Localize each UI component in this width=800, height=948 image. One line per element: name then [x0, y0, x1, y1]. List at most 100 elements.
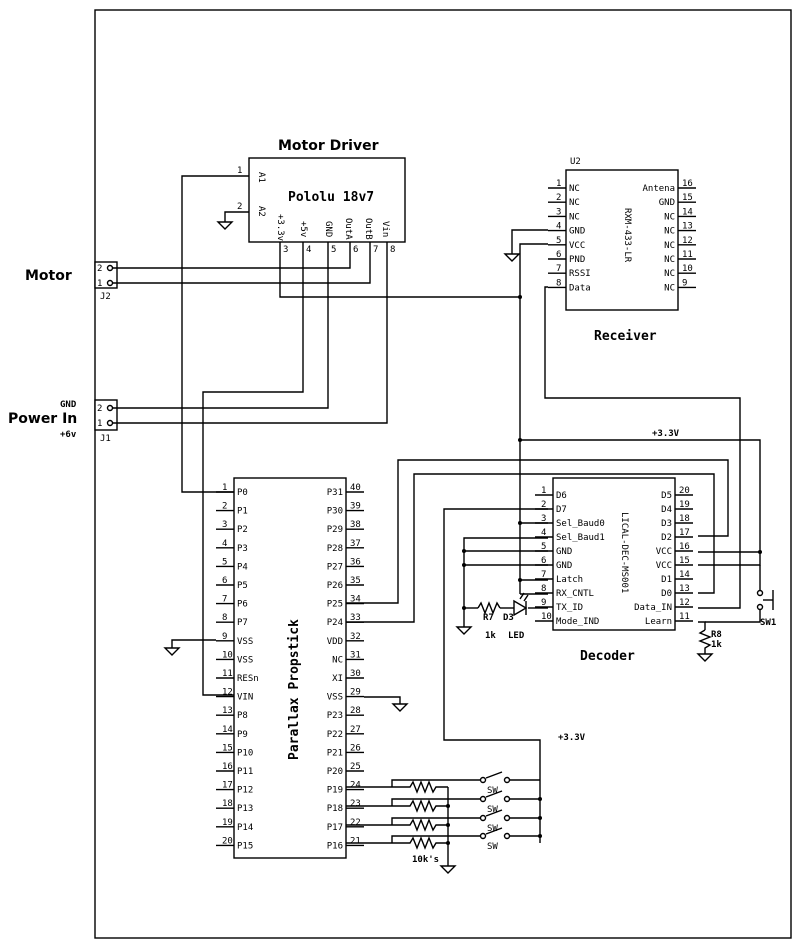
propstick-pin-38-label: P29: [327, 525, 343, 535]
propstick-pin-25-num: 25: [350, 762, 361, 772]
decoder-part: LICAL-DEC-MS001: [619, 512, 629, 593]
md-pin3-num: 3: [283, 245, 288, 255]
receiver-pin-12-num: 12: [682, 236, 693, 246]
propstick-pin-35-num: 35: [350, 576, 361, 586]
decoder-pin-11-label: Learn: [645, 617, 672, 627]
decoder-pin-18-label: D3: [661, 519, 672, 529]
sw-label-4: SW: [487, 842, 498, 852]
propstick-pin-28-label: P23: [327, 711, 343, 721]
decoder-pin-9-label: TX_ID: [556, 603, 583, 613]
md-pin5-label: GND: [323, 221, 333, 237]
decoder-pin-11-num: 11: [679, 612, 690, 622]
propstick-pin-17-label: P12: [237, 786, 253, 796]
propstick-pin-38-num: 38: [350, 520, 361, 530]
decoder-pin-6-num: 6: [541, 556, 546, 566]
sw-label-1: SW: [487, 786, 498, 796]
decoder-pin-5-num: 5: [541, 542, 546, 552]
propstick-pin-17-num: 17: [222, 781, 233, 791]
receiver-pin-2-label: NC: [569, 198, 580, 208]
propstick-pin-39-label: P30: [327, 507, 343, 517]
md-pin6-label: OutA: [343, 218, 353, 240]
motor-driver-title: Motor Driver: [278, 138, 379, 154]
propstick-pin-22-label: P17: [327, 823, 343, 833]
power-title: Power In: [8, 411, 77, 427]
receiver-pin-3-label: NC: [569, 212, 580, 222]
propstick-pin-6-label: P5: [237, 581, 248, 591]
receiver-pin-8-num: 8: [556, 278, 561, 288]
propstick-pin-34-label: P25: [327, 600, 343, 610]
propstick-pin-8-num: 8: [222, 613, 227, 623]
pulldown-label: 10k's: [412, 855, 439, 865]
receiver-pin-6-num: 6: [556, 250, 561, 260]
r7-val: 1k: [485, 631, 496, 641]
propstick-pin-11-num: 11: [222, 669, 233, 679]
propstick-pin-31-num: 31: [350, 650, 361, 660]
receiver-body: [565, 169, 679, 311]
decoder-pin-8-num: 8: [541, 584, 546, 594]
motor-connector: Motor 2 1 J2: [25, 261, 118, 302]
j2-ref: J2: [100, 292, 111, 302]
propstick-pin-14-num: 14: [222, 725, 233, 735]
decoder-pin-19-num: 19: [679, 500, 690, 510]
propstick-pin-21-label: P16: [327, 841, 343, 851]
propstick-pin-18-label: P13: [237, 804, 253, 814]
propstick-pin-9-num: 9: [222, 632, 227, 642]
vcc-decoder-label: +3.3V: [652, 429, 680, 439]
decoder-pin-7-label: Latch: [556, 575, 583, 585]
power-6v-label: +6v: [60, 430, 77, 440]
propstick-pin-23-num: 23: [350, 799, 361, 809]
propstick-pin-30-num: 30: [350, 669, 361, 679]
receiver-pin-8-label: Data: [569, 283, 591, 293]
receiver-pin-7-label: RSSI: [569, 269, 591, 279]
decoder-pin-1-num: 1: [541, 486, 546, 496]
propstick-pin-1-label: P0: [237, 488, 248, 498]
receiver-pin-9-num: 9: [682, 278, 687, 288]
sw1-ref: SW1: [760, 618, 776, 628]
j2-pin1: 1: [97, 279, 102, 289]
decoder-pin-19-label: D4: [661, 505, 672, 515]
propstick-pin-14-label: P9: [237, 730, 248, 740]
md-pin1-label: A1: [256, 172, 266, 183]
propstick-pin-7-label: P6: [237, 600, 248, 610]
decoder-pin-15-label: VCC: [656, 561, 672, 571]
propstick-pin-11-label: RESn: [237, 674, 259, 684]
propstick-pin-2-num: 2: [222, 502, 227, 512]
decoder-pin-1-label: D6: [556, 491, 567, 501]
md-pin7-label: OutB: [363, 218, 373, 240]
propstick-pin-8-label: P7: [237, 618, 248, 628]
propstick-pin-29-num: 29: [350, 688, 361, 698]
decoder-pin-3-num: 3: [541, 514, 546, 524]
decoder-pin-8-label: RX_CNTL: [556, 589, 594, 599]
propstick-pin-15-num: 15: [222, 743, 233, 753]
r8-ref: R8: [711, 630, 722, 640]
md-pin8-num: 8: [390, 245, 395, 255]
propstick-pin-4-num: 4: [222, 539, 227, 549]
decoder-pin-3-label: Sel_Baud0: [556, 519, 605, 529]
motor-title: Motor: [25, 268, 72, 284]
propstick-pin-40-label: P31: [327, 488, 343, 498]
r7-ref: R7: [483, 613, 494, 623]
receiver-pin-1-num: 1: [556, 179, 561, 189]
d3-val: LED: [508, 631, 525, 641]
propstick-pin-27-label: P22: [327, 730, 343, 740]
receiver-pin-6-label: PND: [569, 255, 585, 265]
propstick-pin-20-label: P15: [237, 841, 253, 851]
receiver-pin-7-num: 7: [556, 264, 561, 274]
r8-val: 1k: [711, 640, 722, 650]
receiver-pin-1-label: NC: [569, 184, 580, 194]
receiver-pin-16-num: 16: [682, 179, 693, 189]
propstick-pin-40-num: 40: [350, 483, 361, 493]
decoder-pin-12-label: Data_IN: [634, 603, 672, 613]
md-pin4-label: +5v: [298, 221, 308, 237]
decoder-pin-15-num: 15: [679, 556, 690, 566]
propstick-pin-3-label: P2: [237, 525, 248, 535]
receiver-pin-11-num: 11: [682, 250, 693, 260]
propstick-pin-20-num: 20: [222, 836, 233, 846]
decoder-pin-17-num: 17: [679, 528, 690, 538]
decoder-pin-17-label: D2: [661, 533, 672, 543]
receiver-title: Receiver: [594, 329, 657, 344]
